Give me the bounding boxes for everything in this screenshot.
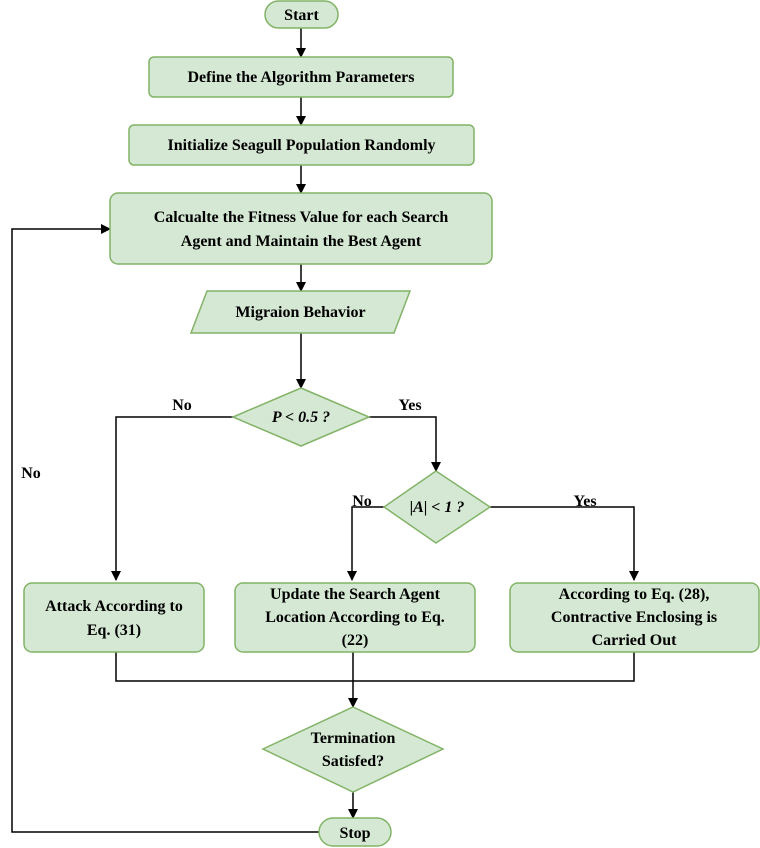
node-initialize-population: Initialize Seagull Population Randomly (128, 124, 475, 166)
enclose-label-line2: Contractive Enclosing is (551, 609, 717, 626)
edge-label-a-no: No (352, 493, 372, 510)
edge-attack-merge (115, 652, 635, 682)
decision-p: P < 0.5 ? (231, 387, 371, 447)
node-fitness: Calcualte the Fitness Value for each Sea… (109, 192, 493, 265)
initialize-population-label: Initialize Seagull Population Randomly (167, 137, 435, 154)
stop-label: Stop (339, 825, 370, 842)
enclose-label-line1: According to Eq. (28), (559, 586, 710, 603)
edge-label-a-yes: Yes (573, 493, 596, 510)
edge-decision-p-yes (369, 416, 441, 472)
node-contractive-enclosing: According to Eq. (28), Contractive Enclo… (509, 582, 760, 653)
decision-a-operator: | < (424, 499, 445, 516)
edge-label-loop-no: No (21, 465, 41, 482)
termination-label-line2: Satisfed? (322, 753, 384, 770)
migration-label: Migraion Behavior (235, 304, 365, 321)
update-label-line2: Location According to Eq. (265, 609, 445, 626)
node-migration-behavior: Migraion Behavior (189, 290, 412, 334)
decision-a-label: |A| < 1 ? (410, 499, 465, 516)
edge-loop-back-no (11, 224, 319, 833)
edges (11, 28, 639, 833)
attack-label-line1: Attack According to (45, 598, 183, 615)
fitness-label-line1: Calcualte the Fitness Value for each Sea… (154, 209, 449, 226)
edge-decision-a-yes (490, 506, 639, 581)
edge-decision-a-no (347, 506, 384, 581)
edge-label-p-no: No (172, 397, 192, 414)
decision-a-bar-left: | (410, 499, 414, 516)
update-label-line3: (22) (342, 632, 369, 649)
attack-label-line2: Eq. (31) (87, 622, 141, 639)
enclose-label-line3: Carried Out (592, 632, 678, 649)
start-label: Start (284, 7, 319, 24)
node-stop: Stop (318, 817, 392, 847)
decision-a-threshold: 1 ? (444, 499, 464, 516)
decision-p-condition: < 0.5 ? (281, 409, 330, 426)
termination-label-line1: Termination (311, 730, 396, 747)
update-label-line1: Update the Search Agent (270, 586, 441, 603)
decision-termination: Termination Satisfed? (261, 706, 445, 793)
edge-decision-p-no (111, 416, 233, 581)
node-start: Start (264, 0, 339, 29)
node-attack: Attack According to Eq. (31) (23, 582, 205, 653)
decision-a: |A| < 1 ? (382, 470, 492, 544)
node-update-location: Update the Search Agent Location Accordi… (234, 582, 476, 653)
define-parameters-label: Define the Algorithm Parameters (187, 69, 414, 86)
edge-label-p-yes: Yes (398, 397, 421, 414)
decision-a-variable: A (412, 499, 424, 516)
decision-p-variable: P (271, 409, 282, 426)
decision-p-label: P < 0.5 ? (271, 409, 330, 426)
node-define-parameters: Define the Algorithm Parameters (148, 56, 454, 98)
fitness-label-line2: Agent and Maintain the Best Agent (181, 233, 422, 250)
